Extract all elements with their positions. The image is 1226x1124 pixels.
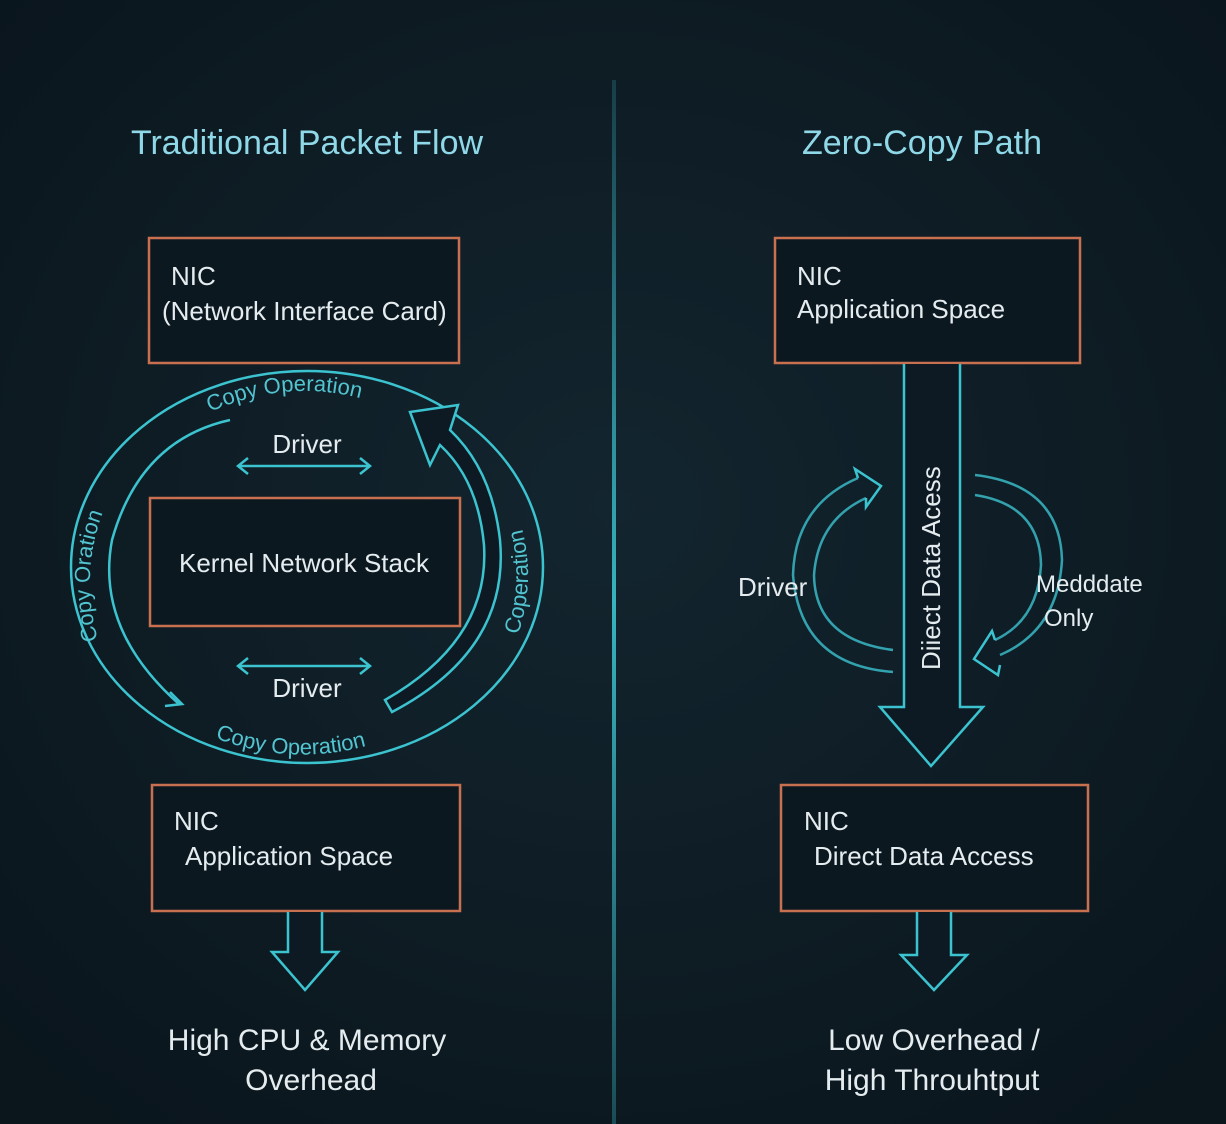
left-top-box-line1: NIC: [171, 261, 216, 291]
bidirectional-arrow-icon: [235, 457, 373, 475]
right-top-box: NIC Application Space: [773, 236, 1082, 365]
right-title: Zero-Copy Path: [802, 124, 1042, 162]
left-bottom-box-line1: NIC: [174, 806, 219, 836]
divider: [612, 80, 616, 1124]
left-top-box: NIC (Network Interface Card): [147, 236, 461, 365]
right-bottom-box: NIC Direct Data Access: [779, 783, 1090, 913]
left-inner-arc: [108, 418, 231, 706]
right-top-box-line2: Application Space: [797, 294, 1005, 324]
bidirectional-arrow-icon: [235, 657, 373, 675]
driver-cycle-arc: [791, 476, 894, 674]
left-bottom-box-line2: Application Space: [185, 841, 393, 871]
direct-access-arrow-icon: [877, 364, 986, 768]
arrow-down-icon: [269, 912, 341, 992]
right-result-line2: High Throuhtput: [825, 1064, 1040, 1097]
driver-bottom-label: Driver: [272, 673, 342, 703]
left-bottom-box: NIC Application Space: [150, 783, 462, 913]
kernel-stack-label: Kernel Network Stack: [179, 548, 430, 578]
direct-access-label: Diiect Data Acess: [916, 466, 946, 670]
left-result-line1: High CPU & Memory: [168, 1024, 446, 1057]
right-top-box-line1: NIC: [797, 261, 842, 291]
metadata-cycle-arc: [974, 473, 1064, 657]
left-top-box-line2: (Network Interface Card): [162, 296, 447, 326]
left-result-line2: Overhead: [245, 1064, 377, 1097]
curved-arrow-up-icon: [383, 403, 502, 714]
arrow-down-icon: [898, 912, 970, 992]
driver-label: Driver: [738, 572, 808, 602]
arrowhead-down-icon: [164, 691, 185, 708]
cycle-arrowhead-icon: [972, 628, 1002, 678]
metadata-line2: Only: [1044, 605, 1093, 632]
right-bottom-box-line1: NIC: [804, 806, 849, 836]
right-result-line1: Low Overhead /: [828, 1024, 1040, 1057]
metadata-line1: Medddate: [1036, 571, 1143, 598]
kernel-stack-box: Kernel Network Stack: [148, 496, 462, 628]
cycle-arrowhead-icon: [852, 465, 883, 511]
right-bottom-box-line2: Direct Data Access: [814, 841, 1034, 871]
left-title: Traditional Packet Flow: [131, 124, 484, 162]
outer-loop: [69, 369, 545, 765]
driver-top-label: Driver: [272, 429, 342, 459]
